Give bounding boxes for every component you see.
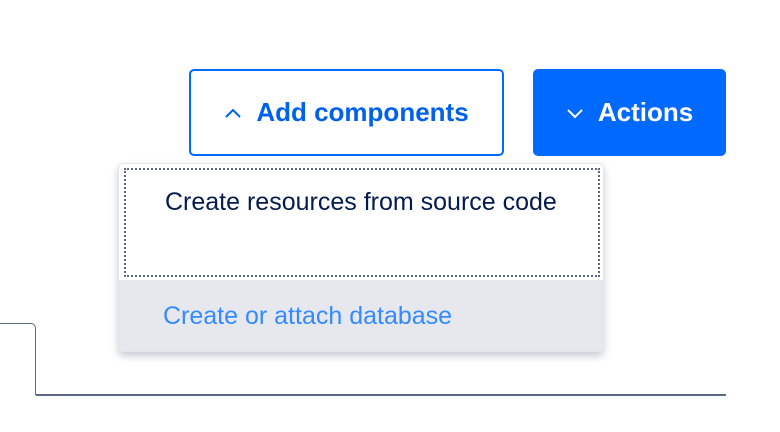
menu-item-create-or-attach-database[interactable]: Create or attach database	[119, 280, 603, 351]
menu-item-create-resources-from-source-code[interactable]: Create resources from source code	[124, 168, 600, 277]
menu-item-label: Create resources from source code	[165, 188, 557, 216]
add-components-dropdown-menu: Create resources from source code Create…	[118, 163, 604, 352]
background-divider-line	[36, 394, 726, 396]
actions-label: Actions	[597, 97, 694, 127]
add-components-label: Add components	[256, 97, 469, 127]
menu-item-label: Create or attach database	[163, 302, 453, 330]
chevron-down-icon	[567, 108, 583, 118]
add-components-button[interactable]: Add components	[189, 69, 504, 156]
actions-button[interactable]: Actions	[533, 69, 726, 156]
background-connector-line	[0, 323, 36, 395]
chevron-up-icon	[225, 108, 242, 118]
